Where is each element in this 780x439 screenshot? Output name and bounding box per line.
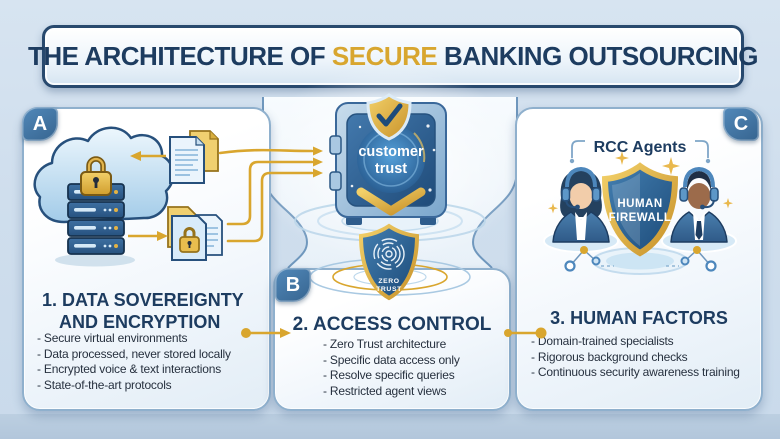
vault-icon: customer trust <box>329 93 447 225</box>
vault-label-line2: trust <box>375 161 407 177</box>
flow-arrowheads <box>313 146 323 178</box>
section-a-bullets: - Secure virtual environments - Data pro… <box>37 331 231 392</box>
page-title: THE ARCHITECTURE OF SECURE BANKING OUTSO… <box>27 41 759 71</box>
section-b-heading: 2. ACCESS CONTROL <box>292 314 492 335</box>
vault-label-line1: customer <box>358 144 424 160</box>
section-c-bullets: - Domain-trained specialists - Rigorous … <box>531 334 740 379</box>
section-a-card: 1. DATA SOVEREIGNTY AND ENCRYPTION - Sec… <box>22 107 271 411</box>
vault-ripples-icon <box>294 200 486 242</box>
gold-chevron-icon <box>356 187 426 216</box>
bottom-strip <box>0 414 780 439</box>
title-banner: THE ARCHITECTURE OF SECURE BANKING OUTSO… <box>28 25 759 88</box>
section-c-heading: 3. HUMAN FACTORS <box>550 308 728 328</box>
funnel-shape <box>263 97 517 278</box>
section-a-heading: 1. DATA SOVEREIGNTY AND ENCRYPTION <box>42 290 244 332</box>
section-b-bullets: - Zero Trust architecture - Specific dat… <box>323 337 460 398</box>
checkmark-shield-icon <box>366 93 412 141</box>
section-c-badge: C <box>723 107 759 141</box>
section-c-card: 3. HUMAN FACTORS - Domain-trained specia… <box>515 107 763 411</box>
